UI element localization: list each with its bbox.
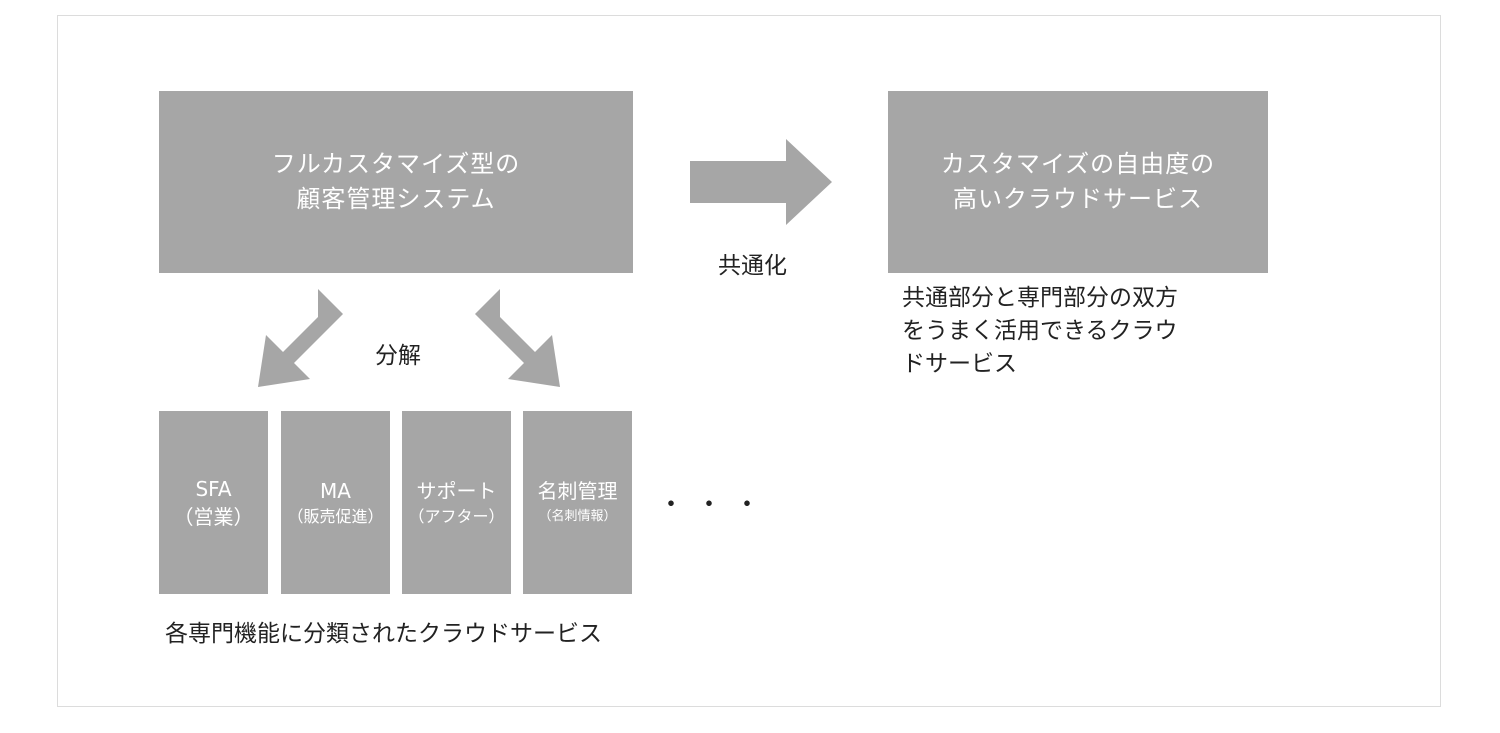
module-box-business-card: 名刺管理 （名刺情報） [523, 411, 632, 594]
right-arrow-icon [690, 139, 832, 225]
down-left-arrow-icon [258, 289, 343, 387]
modules-caption: 各専門機能に分類されたクラウドサービス [165, 621, 602, 647]
module-main-label: サポート [416, 478, 497, 503]
ellipsis: ・・・ [658, 490, 773, 520]
arrow-label-decompose: 分解 [375, 343, 421, 369]
target-caption-line3: ドサービス [902, 351, 1017, 377]
module-sub-label: （アフター） [408, 506, 505, 526]
diagram-frame [57, 15, 1441, 707]
module-main-label: 名刺管理 [537, 478, 618, 503]
module-box-ma: MA （販売促進） [281, 411, 390, 594]
module-sub-label: （営業） [173, 504, 254, 529]
arrow-label-commonize: 共通化 [718, 253, 787, 279]
target-caption: 共通部分と専門部分の双方 をうまく活用できるクラウ ドサービス [902, 282, 1178, 381]
module-box-sfa: SFA （営業） [159, 411, 268, 594]
target-caption-line2: をうまく活用できるクラウ [902, 318, 1178, 344]
target-box: カスタマイズの自由度の 高いクラウドサービス [888, 91, 1268, 273]
target-caption-line1: 共通部分と専門部分の双方 [902, 285, 1178, 311]
module-sub-label: （販売促進） [287, 506, 384, 526]
down-right-arrow-icon [475, 289, 560, 387]
source-box-line1: フルカスタマイズ型の [271, 150, 521, 178]
target-box-line1: カスタマイズの自由度の [940, 150, 1216, 178]
module-sub-label: （名刺情報） [538, 508, 617, 524]
source-box: フルカスタマイズ型の 顧客管理システム [159, 91, 633, 273]
source-box-line2: 顧客管理システム [296, 185, 496, 213]
module-box-support: サポート （アフター） [402, 411, 511, 594]
target-box-line2: 高いクラウドサービス [953, 185, 1203, 213]
module-main-label: MA [320, 478, 351, 503]
module-main-label: SFA [195, 476, 232, 501]
